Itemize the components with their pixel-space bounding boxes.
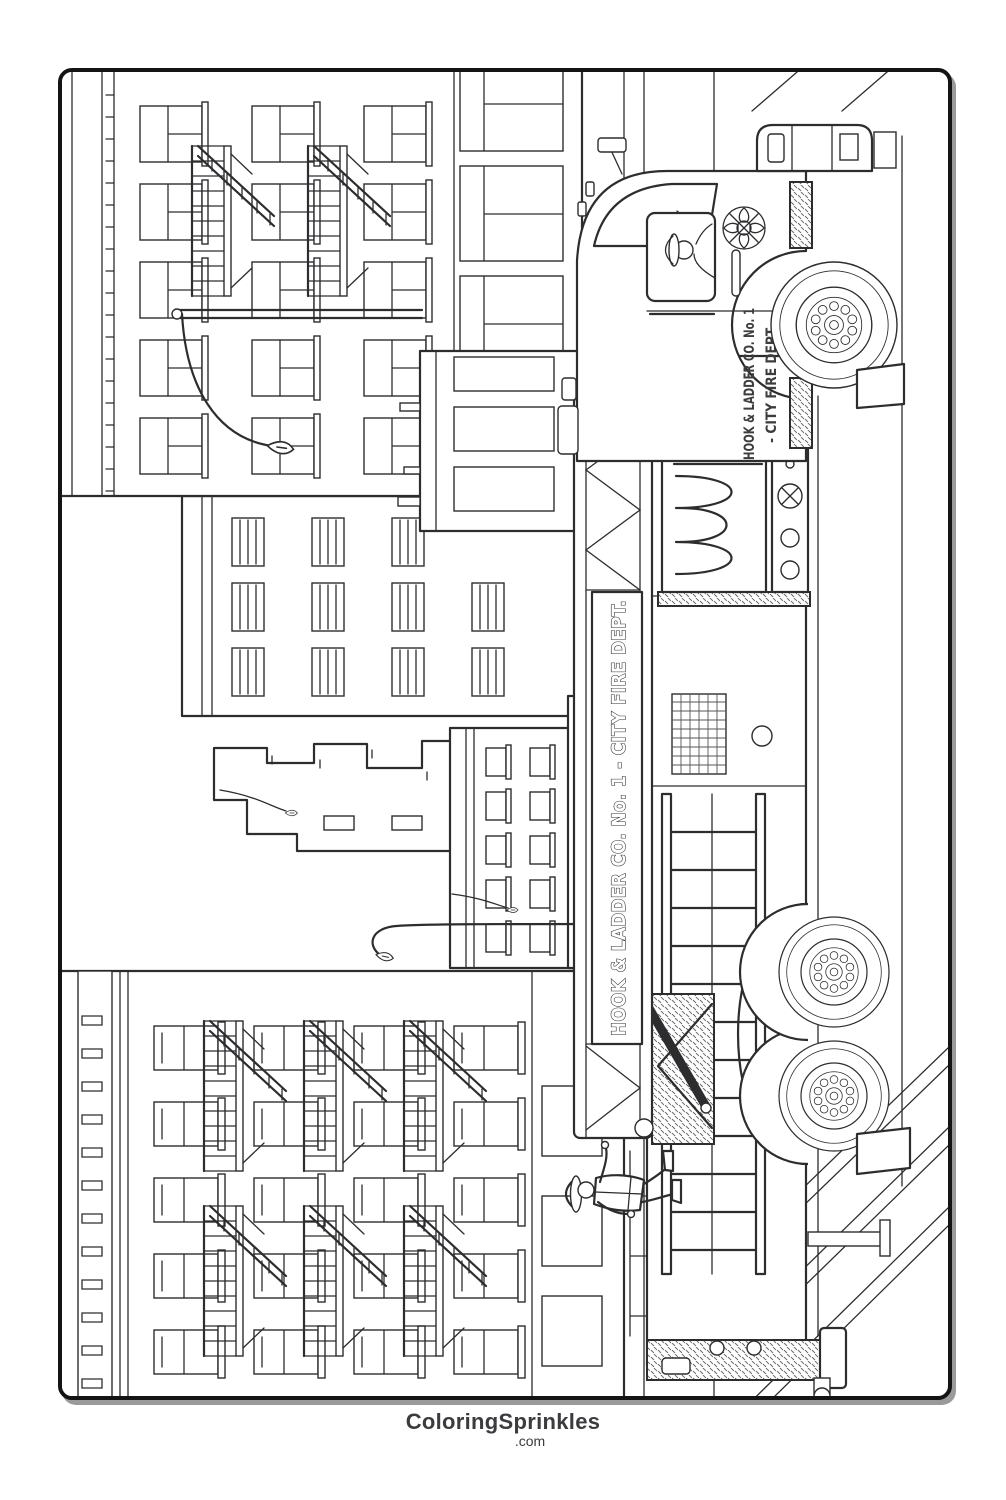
hose-outlet (746, 1340, 762, 1356)
boom-pivot (634, 1118, 654, 1138)
firefighter-boot (661, 1149, 675, 1173)
gauge (780, 560, 800, 580)
dentils (105, 94, 115, 492)
hand-rail (629, 1150, 648, 1337)
fire-truck: HOOK & LADDER CO. No. 1 - CITY FIRE DEPT… (557, 123, 912, 1396)
rocker-panel (789, 377, 813, 449)
air-dam (873, 131, 897, 169)
mud-flap (855, 362, 906, 410)
wheels (738, 261, 912, 1257)
brownstone-building (62, 969, 626, 1396)
gauge (780, 528, 800, 548)
firefighter-boot (670, 1178, 683, 1205)
street-lamp-small (371, 922, 620, 963)
tail-light (661, 1357, 691, 1375)
gauge (751, 725, 773, 747)
door-handle (731, 249, 741, 297)
footer-brand: ColoringSprinkles (405, 1409, 601, 1434)
footer-wordmark: ColoringSprinkles .com (0, 1410, 1006, 1448)
driver-helmet (668, 233, 680, 267)
cab-label-line2: - CITY FIRE DEPT. (764, 325, 780, 443)
cab-driver (664, 223, 716, 279)
marker-light (585, 181, 595, 197)
coloring-illustration: HOOK & LADDER CO. No. 1 - CITY FIRE DEPT… (62, 72, 948, 1396)
aerial-ladder-boom: HOOK & LADDER CO. No. 1 - CITY FIRE DEPT… (572, 366, 668, 1140)
cornice (77, 970, 113, 1396)
truck-cab: HOOK & LADDER CO. No. 1 - CITY FIRE DEPT… (557, 123, 897, 463)
cab-label-line1: HOOK & LADDER CO. No. 1 (742, 308, 758, 460)
cornice-brackets (81, 1015, 103, 1389)
mud-flap (855, 1126, 912, 1176)
roof-light (561, 377, 577, 401)
rear-tailboard (646, 1326, 848, 1396)
roof-beacon (557, 405, 579, 455)
artwork-frame: HOOK & LADDER CO. No. 1 - CITY FIRE DEPT… (58, 68, 952, 1400)
side-mirror (597, 137, 627, 153)
hose-compartment (660, 428, 768, 594)
ladder-label-band: HOOK & LADDER CO. No. 1 - CITY FIRE DEPT… (590, 590, 644, 1046)
ladder-label: HOOK & LADDER CO. No. 1 - CITY FIRE DEPT… (608, 600, 630, 1036)
rear-step (818, 1326, 848, 1390)
outrigger-jack (807, 1219, 891, 1257)
footer-domain: .com (514, 1432, 546, 1449)
hanging-wires (219, 789, 519, 913)
roof-pipe (397, 496, 421, 507)
front-plate (839, 133, 859, 161)
marker-light (577, 201, 587, 217)
roof-pipe (403, 466, 421, 475)
street-lamp-large (171, 308, 424, 456)
firefighter-head (577, 1181, 595, 1199)
annex-building (397, 349, 584, 533)
headlight (767, 133, 785, 163)
front-bumper (755, 123, 897, 173)
rocker-panel (789, 181, 813, 249)
firefighter (564, 1140, 683, 1219)
hose-outlet (709, 1340, 725, 1356)
cab-side-window (645, 211, 717, 303)
rear-wheel-2 (778, 916, 890, 1028)
roof-pipe (399, 402, 421, 412)
tow-hitch (813, 1387, 831, 1396)
